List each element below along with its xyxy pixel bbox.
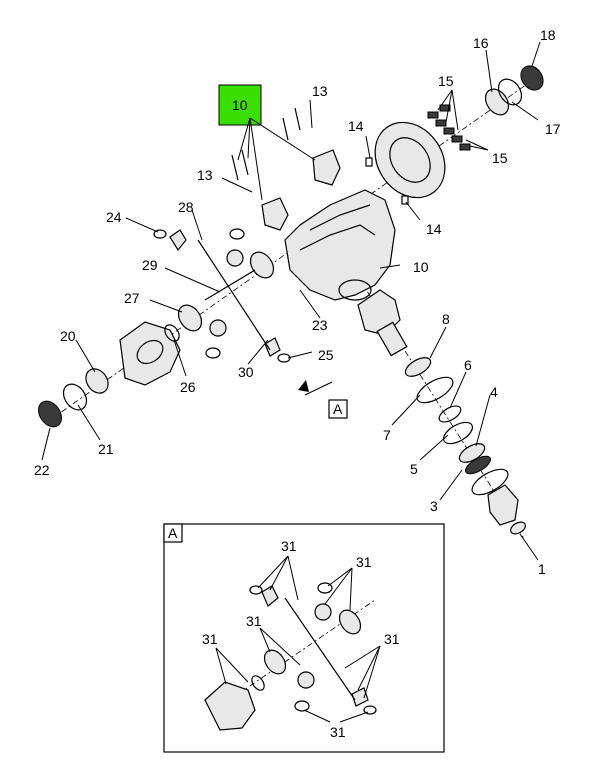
pinion-gear[interactable] xyxy=(357,289,434,380)
detail-spider-top[interactable] xyxy=(314,603,332,621)
right-carrier-bearing[interactable] xyxy=(481,62,548,120)
detail-spider-bottom[interactable] xyxy=(297,671,315,689)
ring-gear[interactable] xyxy=(361,109,459,211)
view-arrow xyxy=(298,380,309,392)
callout-15-right: 15 xyxy=(492,150,508,166)
detail-washer-1[interactable] xyxy=(249,585,263,595)
left-carrier-bearing[interactable] xyxy=(34,365,113,432)
ring-gear-bolts[interactable] xyxy=(427,104,471,151)
detail-washer-4[interactable] xyxy=(363,705,377,715)
view-marker-box[interactable] xyxy=(328,399,348,419)
callout-29: 29 xyxy=(142,257,158,273)
detail-washer-5[interactable] xyxy=(249,674,266,693)
callout-21: 21 xyxy=(98,441,114,457)
pinion-bearing-stack[interactable] xyxy=(413,372,527,536)
cross-shaft[interactable] xyxy=(197,239,271,351)
detail-washer-3[interactable] xyxy=(294,700,310,712)
callout-5: 5 xyxy=(410,461,418,477)
callout-13-top: 13 xyxy=(312,83,328,99)
callout-10-housing: 10 xyxy=(413,259,429,275)
bearing-cap-right[interactable] xyxy=(312,149,341,186)
detail-view-a: A 31 xyxy=(163,523,445,753)
callout-28: 28 xyxy=(178,199,194,215)
detail-view-label-box xyxy=(163,523,183,543)
spider-gear-top[interactable] xyxy=(226,249,244,267)
callout-30: 30 xyxy=(238,364,254,380)
callout-7: 7 xyxy=(383,427,391,443)
callout-15-top: 15 xyxy=(438,73,454,89)
detail-callout-31-a: 31 xyxy=(281,538,297,554)
highlight-callout-box[interactable] xyxy=(218,84,262,126)
callout-16: 16 xyxy=(473,35,489,51)
detail-callout-31-b: 31 xyxy=(356,554,372,570)
side-gear-right[interactable] xyxy=(246,248,278,282)
detail-pinion-mate-right[interactable] xyxy=(351,687,369,707)
bearing-cap-left[interactable] xyxy=(261,197,289,231)
callout-23: 23 xyxy=(312,317,328,333)
callout-3: 3 xyxy=(430,498,438,514)
callout-27: 27 xyxy=(124,290,140,306)
leader-lines xyxy=(41,41,541,561)
callout-17: 17 xyxy=(545,121,561,137)
pinion-mate-left[interactable] xyxy=(169,229,187,252)
axle-housing[interactable] xyxy=(284,189,396,301)
detail-washer-2[interactable] xyxy=(317,582,333,594)
callout-25: 25 xyxy=(318,347,334,363)
detail-side-gear-right[interactable] xyxy=(335,606,365,638)
side-gear-left[interactable] xyxy=(174,301,206,335)
detail-view-label: A xyxy=(168,525,178,541)
callout-14-top: 14 xyxy=(348,118,364,134)
detail-cross-shaft[interactable] xyxy=(284,597,356,701)
callout-8: 8 xyxy=(442,311,450,327)
callout-10-highlight: 10 xyxy=(232,97,248,113)
detail-callout-31-f: 31 xyxy=(330,724,346,740)
callout-4: 4 xyxy=(490,384,498,400)
detail-view-frame xyxy=(163,523,445,753)
detail-pinion-mate-left[interactable] xyxy=(261,585,279,607)
dowel-pins[interactable] xyxy=(365,157,409,205)
callout-22: 22 xyxy=(34,462,50,478)
callout-18: 18 xyxy=(540,27,556,43)
detail-callout-31-e: 31 xyxy=(384,631,400,647)
pinion-mate-right[interactable] xyxy=(264,337,281,357)
callout-6: 6 xyxy=(464,357,472,373)
detail-leader-lines xyxy=(215,555,381,723)
callout-26: 26 xyxy=(180,379,196,395)
callout-1: 1 xyxy=(538,561,546,577)
detail-callout-31-d: 31 xyxy=(246,613,262,629)
callout-13-left: 13 xyxy=(197,167,213,183)
callout-20: 20 xyxy=(60,328,76,344)
detail-side-gear-left[interactable] xyxy=(260,646,290,678)
bearing-cap-bolts[interactable] xyxy=(231,107,301,181)
callout-24: 24 xyxy=(106,209,122,225)
spider-gear-bottom[interactable] xyxy=(209,319,227,337)
callout-14-right: 14 xyxy=(426,221,442,237)
differential-case[interactable] xyxy=(119,321,181,386)
view-marker-label: A xyxy=(333,401,343,417)
detail-callout-31-c: 31 xyxy=(202,631,218,647)
